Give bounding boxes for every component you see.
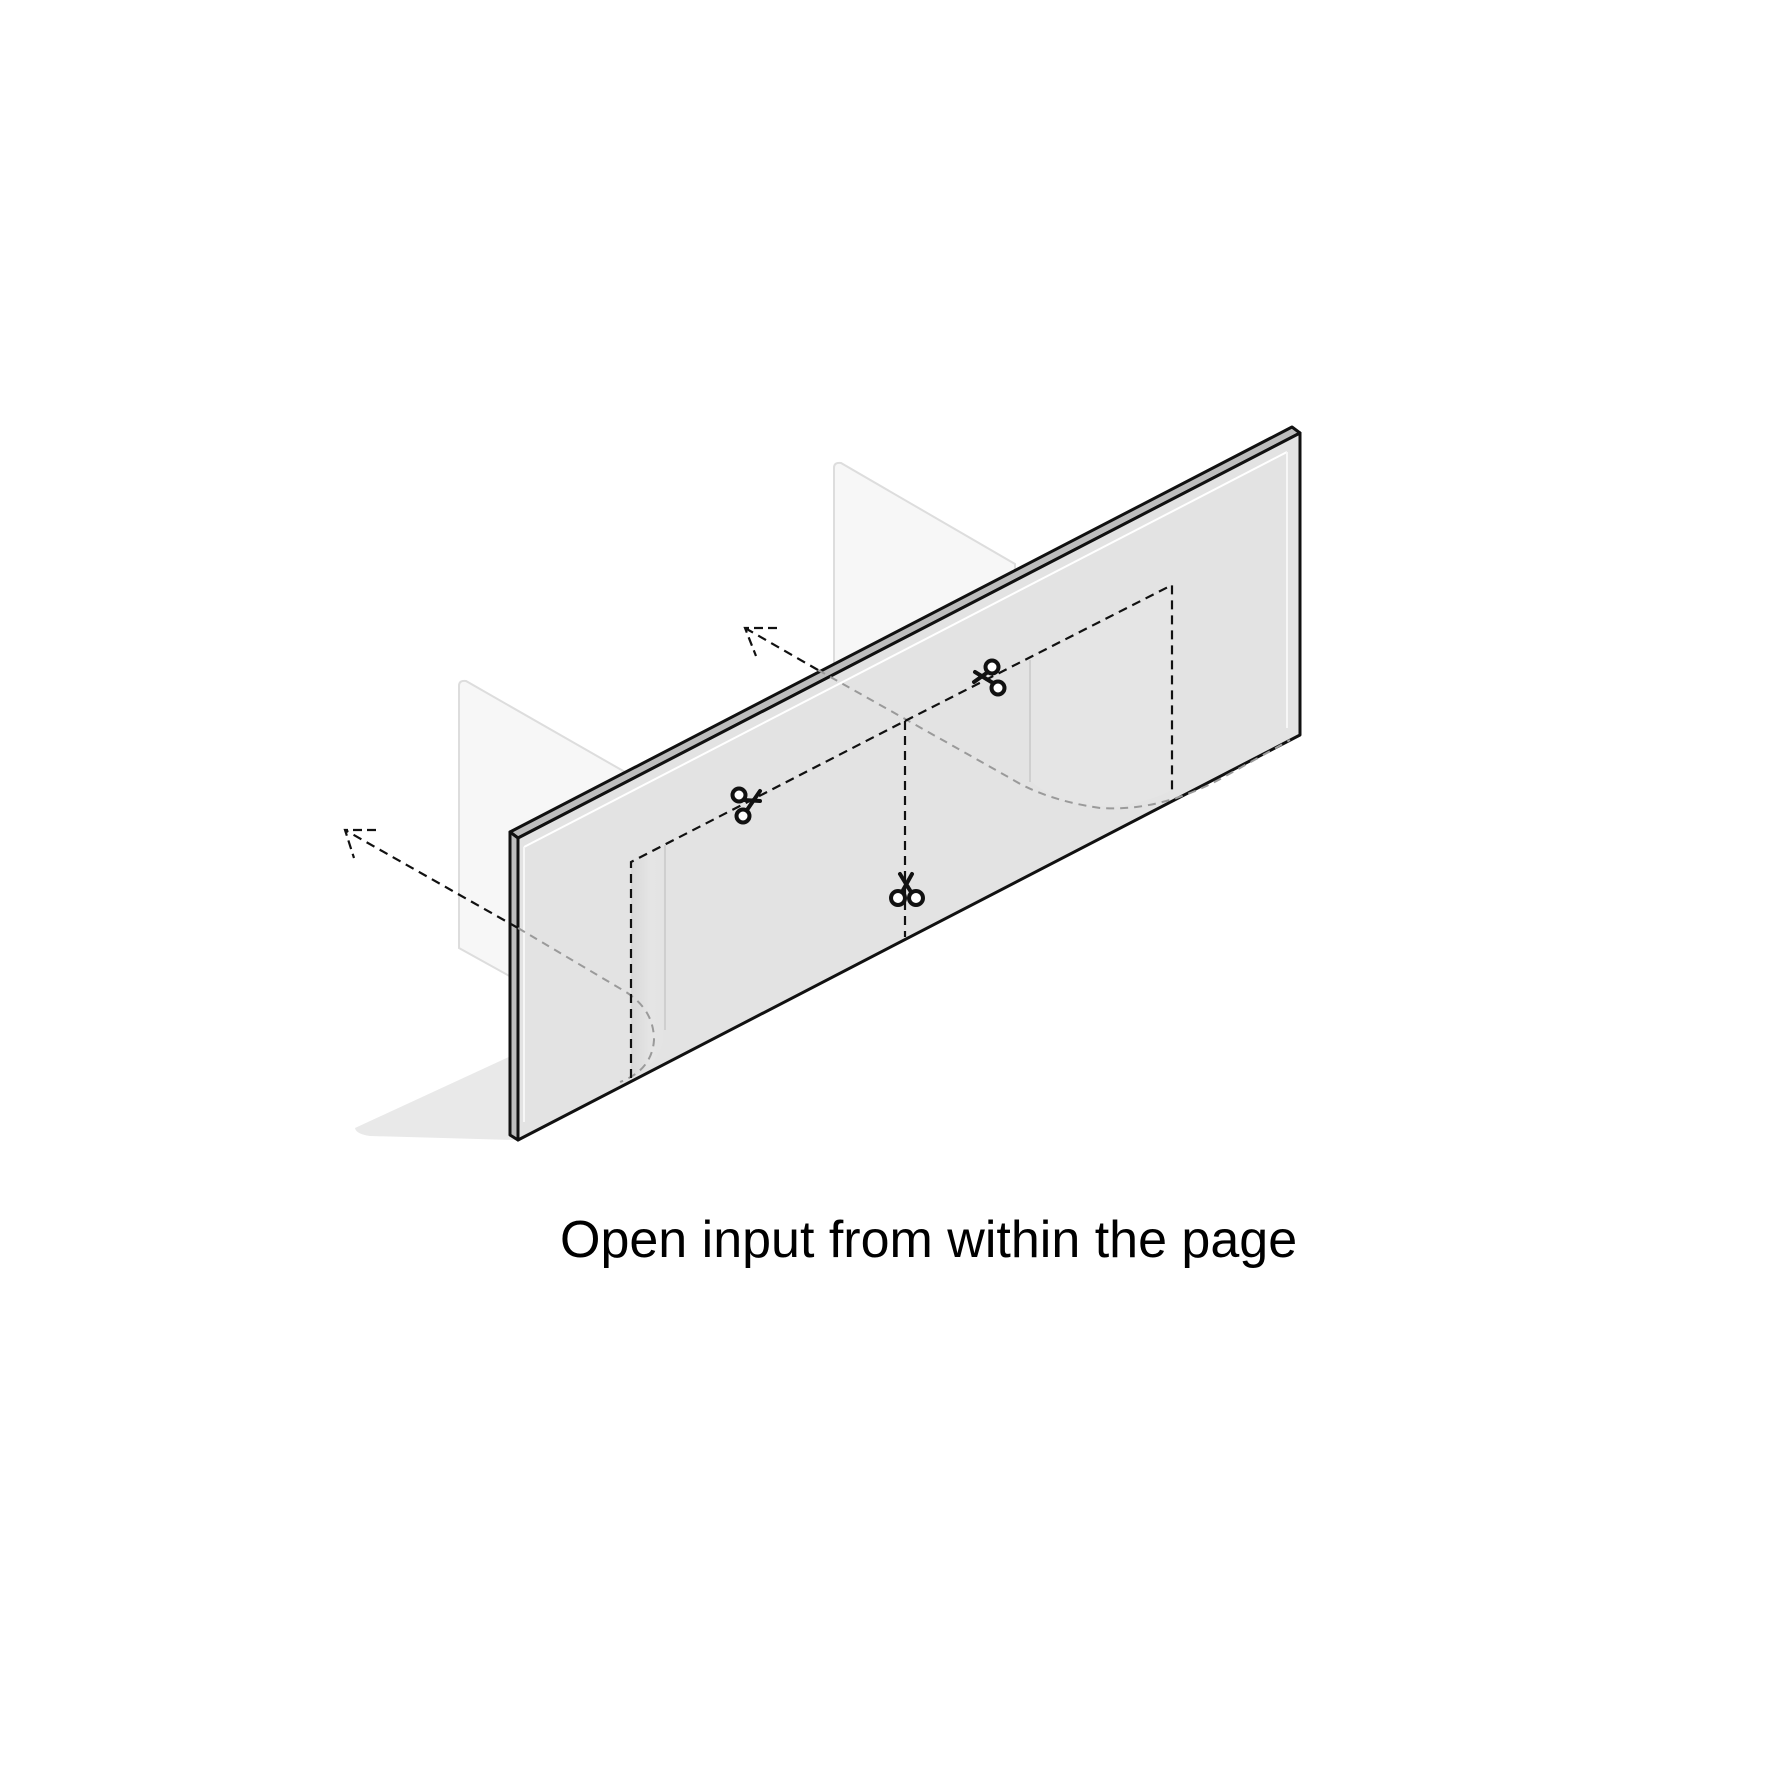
right-pull-line — [744, 627, 819, 671]
arrow-icon — [743, 626, 777, 657]
front-panel — [508, 425, 1302, 1142]
left-cut-outline — [629, 720, 906, 1078]
flap-trace-paths — [517, 669, 1291, 1083]
scissors-icon — [889, 872, 925, 907]
scissors-icon — [730, 786, 762, 825]
arrow-icon — [343, 828, 376, 859]
right-cut-outline — [904, 583, 1174, 790]
left-pull-line — [344, 829, 519, 929]
right-flap-curl — [1030, 586, 1172, 807]
floor-shadow — [355, 1055, 515, 1140]
scissors-icon — [972, 658, 1007, 697]
left-flap-curl — [631, 845, 665, 1078]
diagram-caption: Open input from within the page — [560, 1211, 1298, 1269]
